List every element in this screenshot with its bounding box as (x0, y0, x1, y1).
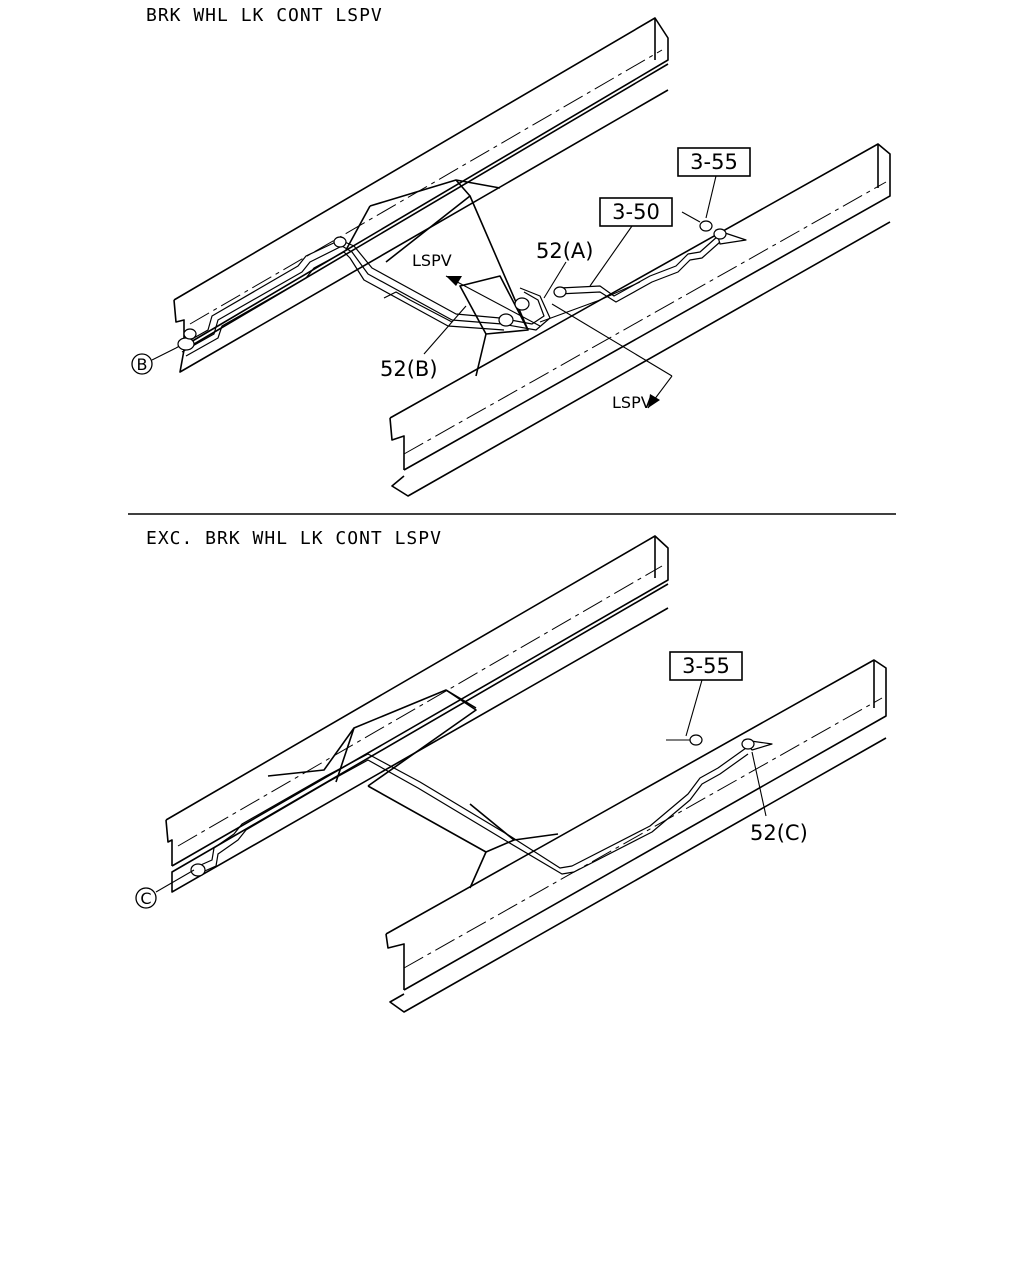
flare-nut-icon (699, 220, 713, 232)
right-frame-rail-bottom (385, 659, 887, 1013)
lspv-label-lower: LSPV (612, 393, 652, 412)
marker-b: B (131, 347, 177, 375)
right-frame-rail-top (389, 143, 891, 497)
marker-c: C (135, 869, 195, 909)
flare-nut-icon (177, 337, 195, 351)
pipe-fittings-bottom (190, 734, 755, 877)
top-caption: BRK WHL LK CONT LSPV (146, 5, 383, 26)
flare-nut-icon (553, 286, 567, 298)
top-section: BRK WHL LK CONT LSPV (131, 5, 891, 497)
flare-nut-icon (741, 738, 755, 750)
arrow-up-left-icon (446, 276, 462, 286)
leader-52c (751, 751, 767, 817)
leader-52a (543, 261, 567, 299)
ref-box-3-55-bottom: 3-55 (669, 651, 743, 737)
ref-box-3-55-top: 3-55 (677, 147, 751, 219)
flare-nut-icon (190, 863, 206, 877)
marker-b-label: B (137, 355, 148, 374)
part-label-52a: 52(A) (536, 239, 593, 263)
flare-nut-icon (689, 734, 703, 746)
pipe-fittings-top (177, 220, 727, 351)
cross-member-bottom (267, 689, 559, 889)
leader-52b (423, 305, 467, 355)
flare-nut-icon (183, 328, 197, 340)
arrow-down-left-icon (648, 394, 660, 408)
bottom-section: EXC. BRK WHL LK CONT LSPV (135, 528, 887, 1013)
ref-3-55-label: 3-55 (690, 150, 738, 174)
ref-3-50-label: 3-50 (612, 200, 660, 224)
lspv-label-upper: LSPV (412, 251, 452, 270)
flare-nut-icon (498, 313, 514, 327)
part-label-52c: 52(C) (750, 821, 808, 845)
part-label-52b: 52(B) (380, 357, 438, 381)
ref-3-55-label: 3-55 (682, 654, 730, 678)
flare-nut-icon (713, 228, 727, 240)
left-frame-rail-top (173, 17, 669, 373)
cross-member-top (345, 179, 641, 377)
brake-pipes-top (175, 211, 747, 357)
flare-nut-icon (514, 297, 530, 311)
bottom-caption: EXC. BRK WHL LK CONT LSPV (146, 528, 442, 549)
left-frame-rail-bottom (165, 535, 669, 893)
lspv-arrows: LSPV LSPV (412, 251, 673, 412)
marker-c-label: C (140, 889, 151, 908)
brake-pipe-bottom (193, 739, 773, 875)
ref-box-3-50: 3-50 (589, 197, 673, 287)
flare-nut-icon (333, 236, 347, 248)
